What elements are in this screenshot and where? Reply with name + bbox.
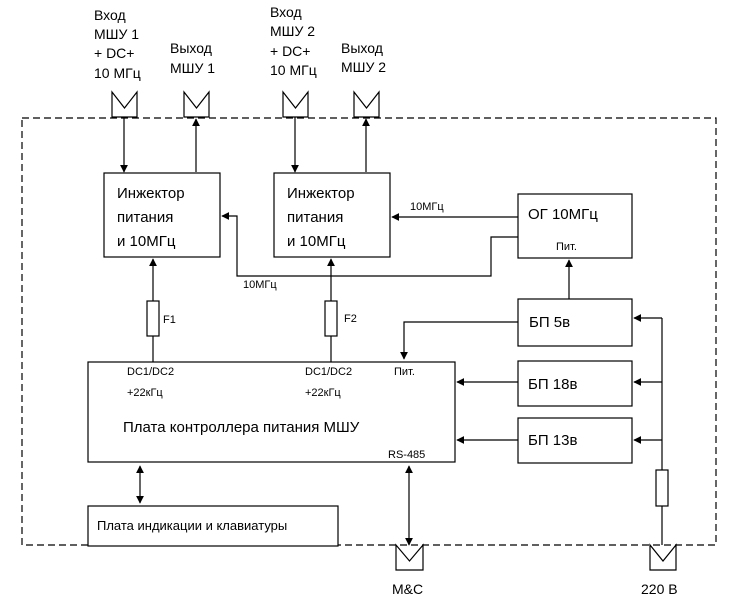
connector-out1-symbol bbox=[183, 90, 210, 118]
connector-out2-symbol bbox=[353, 90, 380, 118]
ref-to-injector2-label: 10МГц bbox=[410, 201, 444, 213]
connector-out1-label-2: МШУ 1 bbox=[170, 60, 215, 76]
injector1-block bbox=[103, 172, 221, 258]
controller-title: Плата контроллера питания МШУ bbox=[123, 419, 360, 436]
fuse-f1-label: F1 bbox=[163, 314, 176, 326]
controller-power-label: Пит. bbox=[394, 366, 415, 378]
connector-in2-label-2: МШУ 2 bbox=[270, 23, 315, 39]
connector-mains-symbol bbox=[649, 543, 677, 571]
controller-board-block bbox=[87, 361, 456, 463]
connector-in2-label-3: + DC+ bbox=[270, 43, 310, 59]
indication-board-block bbox=[87, 505, 339, 547]
psu5-to-controller-line bbox=[400, 321, 518, 360]
psu-13v-block bbox=[517, 417, 633, 464]
connector-mains-label: 220 В bbox=[641, 581, 678, 597]
fuse-f2 bbox=[324, 300, 338, 337]
ref-to-injector1-label: 10МГц bbox=[243, 279, 277, 291]
connector-in1-symbol bbox=[111, 90, 138, 118]
connector-out1-label-1: Выход bbox=[170, 40, 212, 56]
injector2-block bbox=[273, 172, 391, 258]
fuse-f1 bbox=[146, 300, 160, 337]
connector-in1-label-3: + DC+ bbox=[94, 45, 134, 61]
psu-13v-label: БП 13в bbox=[528, 432, 577, 449]
injector2-label-2: питания bbox=[287, 209, 343, 226]
fuse-f2-label: F2 bbox=[344, 313, 357, 325]
connector-in2-label-1: Вход bbox=[270, 4, 302, 20]
controller-dc2-label-1: DC1/DC2 bbox=[305, 366, 352, 378]
psu-18v-block bbox=[517, 360, 633, 407]
injector1-label-1: Инжектор bbox=[117, 185, 185, 202]
connector-in1-label-2: МШУ 1 bbox=[94, 26, 139, 42]
controller-rs485-label: RS-485 bbox=[388, 449, 425, 461]
mains-fuse bbox=[655, 469, 669, 507]
ref-to-injector1-line bbox=[221, 212, 518, 277]
injector1-label-3: и 10МГц bbox=[117, 233, 176, 250]
oscillator-power-label: Пит. bbox=[556, 241, 577, 253]
connector-in2-label-4: 10 МГц bbox=[270, 62, 317, 78]
enclosure-frame bbox=[21, 117, 717, 546]
psu-18v-label: БП 18в bbox=[528, 376, 577, 393]
connector-in1-label-4: 10 МГц bbox=[94, 65, 141, 81]
injector2-label-3: и 10МГц bbox=[287, 233, 346, 250]
injector2-label-1: Инжектор bbox=[287, 185, 355, 202]
connector-in1-label-1: Вход bbox=[94, 7, 126, 23]
psu-5v-block bbox=[517, 298, 633, 347]
connector-mc-symbol bbox=[395, 543, 424, 571]
controller-dc1-label-1: DC1/DC2 bbox=[127, 366, 174, 378]
connector-in2-symbol bbox=[282, 90, 309, 118]
connector-mc-label: M&C bbox=[392, 581, 423, 597]
injector1-label-2: питания bbox=[117, 209, 173, 226]
oscillator-label: ОГ 10МГц bbox=[528, 206, 598, 223]
oscillator-block bbox=[517, 193, 633, 259]
connector-out2-label-1: Выход bbox=[341, 40, 383, 56]
connector-out2-label-2: МШУ 2 bbox=[341, 59, 386, 75]
psu-5v-label: БП 5в bbox=[529, 314, 570, 331]
indication-board-label: Плата индикации и клавиатуры bbox=[97, 518, 287, 533]
controller-dc2-label-2: +22кГц bbox=[305, 387, 341, 399]
controller-dc1-label-2: +22кГц bbox=[127, 387, 163, 399]
